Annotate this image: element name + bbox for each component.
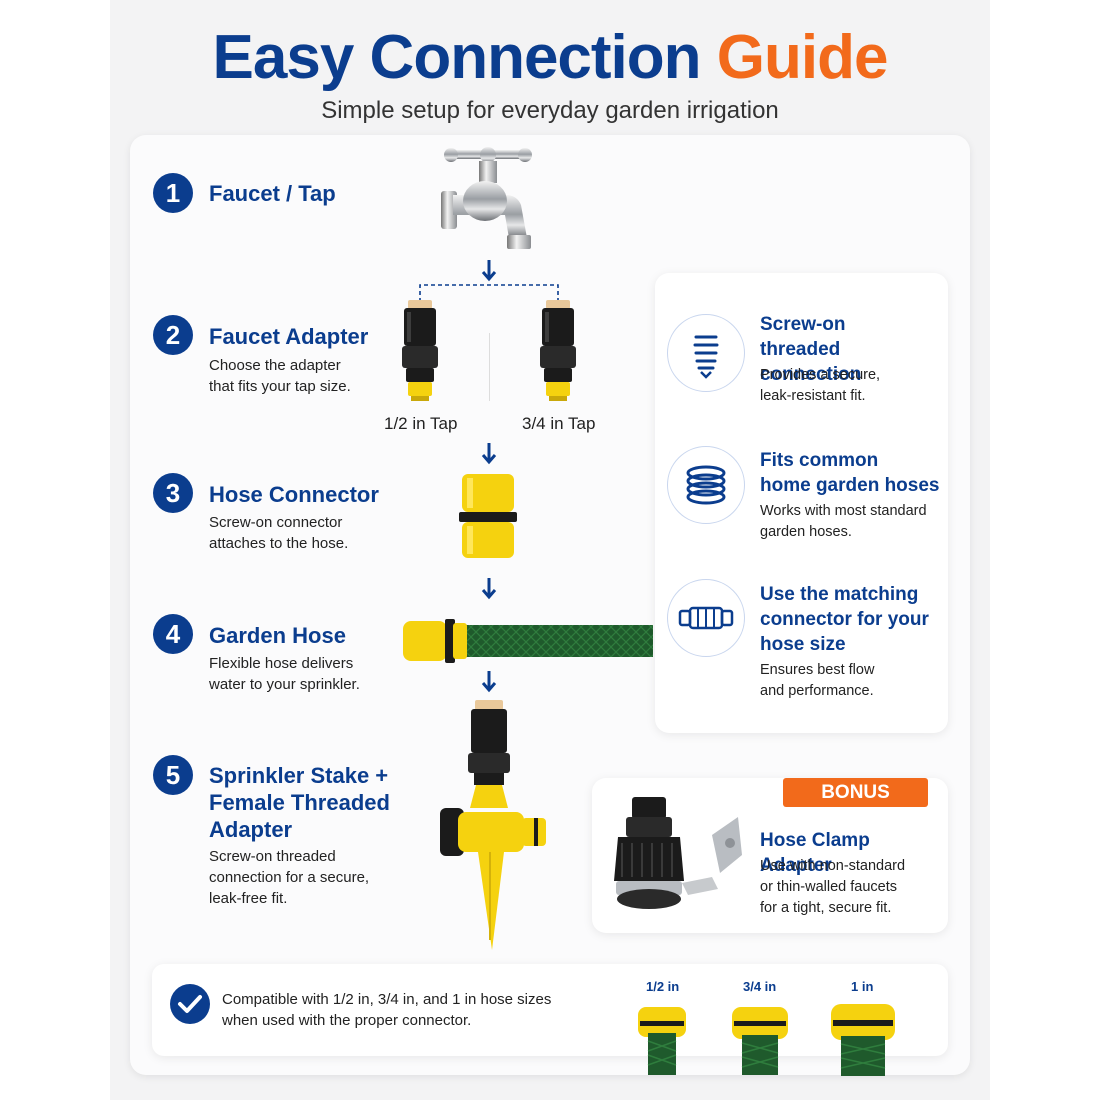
- arrow-down-icon: [481, 671, 497, 693]
- hose-connector-image: [459, 474, 517, 558]
- bonus-badge: BONUS: [783, 778, 928, 807]
- feature-2-title: Fits common home garden hoses: [760, 450, 940, 496]
- title-part-2: Guide: [716, 23, 889, 92]
- page-subtitle: Simple setup for everyday garden irrigat…: [321, 97, 779, 124]
- sprinkler-stake-image: [440, 700, 546, 950]
- step-3-desc: Screw-on connector attaches to the hose.: [209, 514, 349, 552]
- step-2-title: Faucet Adapter: [209, 324, 369, 349]
- arrow-down-icon: [481, 443, 497, 465]
- step-5-title: Sprinkler Stake + Female Threaded Adapte…: [209, 763, 390, 842]
- bonus-title: Hose Clamp Adapter: [760, 830, 870, 876]
- feature-3-desc: Ensures best flow and performance.: [760, 662, 875, 699]
- checkmark-icon: [170, 984, 210, 1024]
- tap-label-half-inch: 1/2 in Tap: [384, 414, 458, 433]
- size-label-half-inch: 1/2 in: [646, 979, 680, 994]
- step-5-badge: 5: [153, 755, 193, 795]
- tap-adapter-three-quarter-inch-image: [540, 300, 576, 401]
- split-connector: [419, 284, 559, 302]
- feature-3-title: Use the matching connector for your hose…: [760, 584, 929, 655]
- compatibility-panel: [152, 964, 948, 1056]
- step-3-badge: 3: [153, 473, 193, 513]
- tap-adapter-half-inch-image: [402, 300, 438, 401]
- adapter-divider: [489, 333, 490, 401]
- thread-icon: [667, 314, 745, 392]
- size-label-one-inch: 1 in: [851, 979, 874, 994]
- step-4-badge: 4: [153, 614, 193, 654]
- hose-one-inch-image: [831, 1004, 895, 1076]
- feature-1-desc: Provides a secure, leak-resistant fit.: [760, 367, 881, 404]
- hose-clamp-adapter-image: [614, 797, 742, 909]
- step-4-desc: Flexible hose delivers water to your spr…: [209, 655, 360, 693]
- size-label-three-quarter-inch: 3/4 in: [743, 979, 777, 994]
- connector-icon: [667, 579, 745, 657]
- step-3-title: Hose Connector: [209, 482, 379, 507]
- arrow-down-icon: [481, 578, 497, 600]
- hose-half-inch-image: [638, 1007, 686, 1075]
- step-2-badge: 2: [153, 315, 193, 355]
- bonus-desc: Use with non-standard or thin-walled fau…: [760, 858, 906, 916]
- hose-three-quarter-inch-image: [732, 1007, 788, 1075]
- feature-1-title: Screw-on threaded connection: [760, 314, 862, 385]
- faucet-image: [441, 147, 532, 249]
- step-1-title: Faucet / Tap: [209, 181, 336, 206]
- step-2-desc: Choose the adapter that fits your tap si…: [209, 357, 351, 395]
- step-1-badge: 1: [153, 173, 193, 213]
- garden-hose-image: [403, 619, 653, 663]
- page-title: Easy Connection Guide: [110, 22, 990, 93]
- step-5-desc: Screw-on threaded connection for a secur…: [209, 848, 370, 907]
- step-4-title: Garden Hose: [209, 623, 346, 648]
- compatibility-text: Compatible with 1/2 in, 3/4 in, and 1 in…: [222, 991, 552, 1029]
- feature-2-desc: Works with most standard garden hoses.: [760, 503, 927, 540]
- hose-coil-icon: [667, 446, 745, 524]
- arrow-down-icon: [481, 260, 497, 282]
- title-part-1: Easy Connection: [212, 23, 702, 92]
- tap-label-three-quarter-inch: 3/4 in Tap: [522, 414, 596, 433]
